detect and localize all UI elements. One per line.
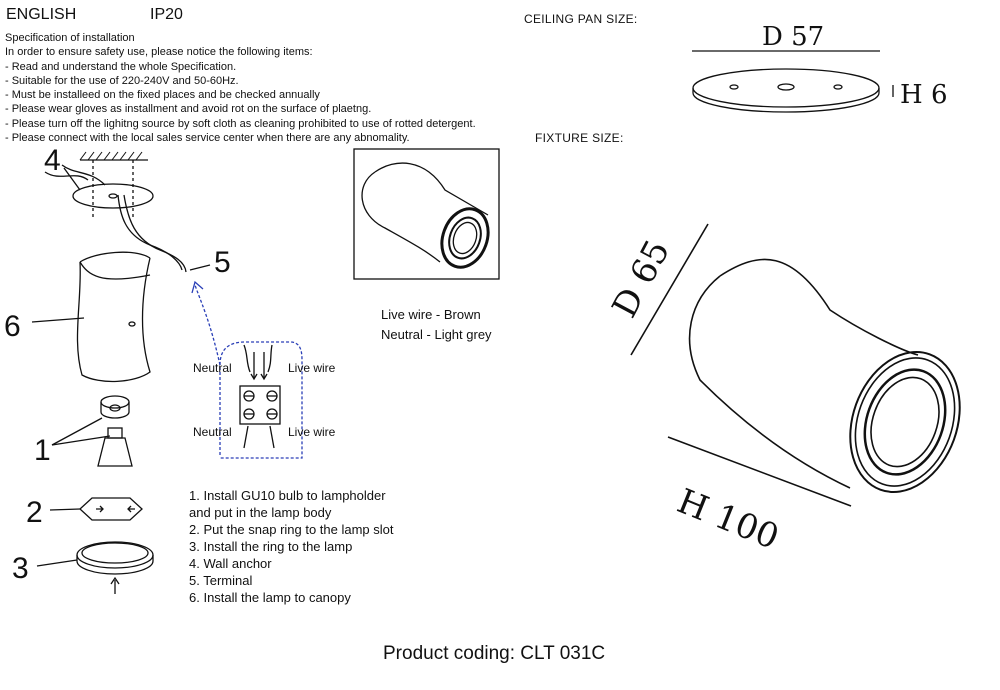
step-line: 6. Install the lamp to canopy [189,590,351,605]
ceiling-pan-size-label: CEILING PAN SIZE: [524,12,638,26]
callout-4: 4 [44,144,61,177]
neutral-bottom-label: Neutral [193,425,232,439]
ip-rating-label: IP20 [150,6,183,23]
spec-line: - Read and understand the whole Specific… [5,60,237,73]
step-line: 2. Put the snap ring to the lamp slot [189,522,394,537]
ceiling-pan-height: H 6 [900,80,947,110]
spec-line: In order to ensure safety use, please no… [5,46,313,59]
callout-2: 2 [26,496,43,529]
step-line: 5. Terminal [189,573,253,588]
exploded-view [31,151,211,594]
neutral-top-label: Neutral [193,361,232,375]
callout-1: 1 [34,434,51,467]
spec-block: Specification of installation In order t… [5,31,476,145]
fixture-diameter: D 65 [605,234,679,325]
callout-6: 6 [4,310,21,343]
live-bottom-label: Live wire [288,425,336,439]
wire-legend-live: Live wire - Brown [381,307,481,322]
fixture-drawing [630,223,961,507]
step-line: 3. Install the ring to the lamp [189,539,353,554]
callout-5: 5 [214,246,231,279]
spec-title: Specification of installation [5,32,135,44]
ceiling-pan-diameter: D 57 [762,22,824,52]
terminal-detail [191,280,303,459]
spec-line: - Suitable for the use of 220-240V and 5… [5,74,239,87]
lamp-preview-box [353,148,500,280]
spec-line: - Please wear gloves as installment and … [5,103,372,116]
ceiling-pan-drawing [692,50,894,113]
fixture-size-label: FIXTURE SIZE: [535,131,624,145]
product-coding: Product coding: CLT 031C [383,643,606,664]
wire-legend-neutral: Neutral - Light grey [381,327,492,342]
live-top-label: Live wire [288,361,336,375]
spec-line: - Must be installeed on the fixed places… [5,89,320,102]
spec-line: - Please turn off the lighitng source by… [5,117,476,130]
wire-color-legend: Live wire - Brown Neutral - Light grey [381,305,492,345]
installation-steps: 1. Install GU10 bulb to lampholder and p… [189,487,394,606]
step-line: 4. Wall anchor [189,556,272,571]
callout-3: 3 [12,552,29,585]
step-line: 1. Install GU10 bulb to lampholder [189,488,386,503]
fixture-height: H 100 [672,481,785,558]
step-line: and put in the lamp body [189,505,332,520]
language-label: ENGLISH [6,6,77,23]
spec-line: - Please connect with the local sales se… [5,132,410,145]
